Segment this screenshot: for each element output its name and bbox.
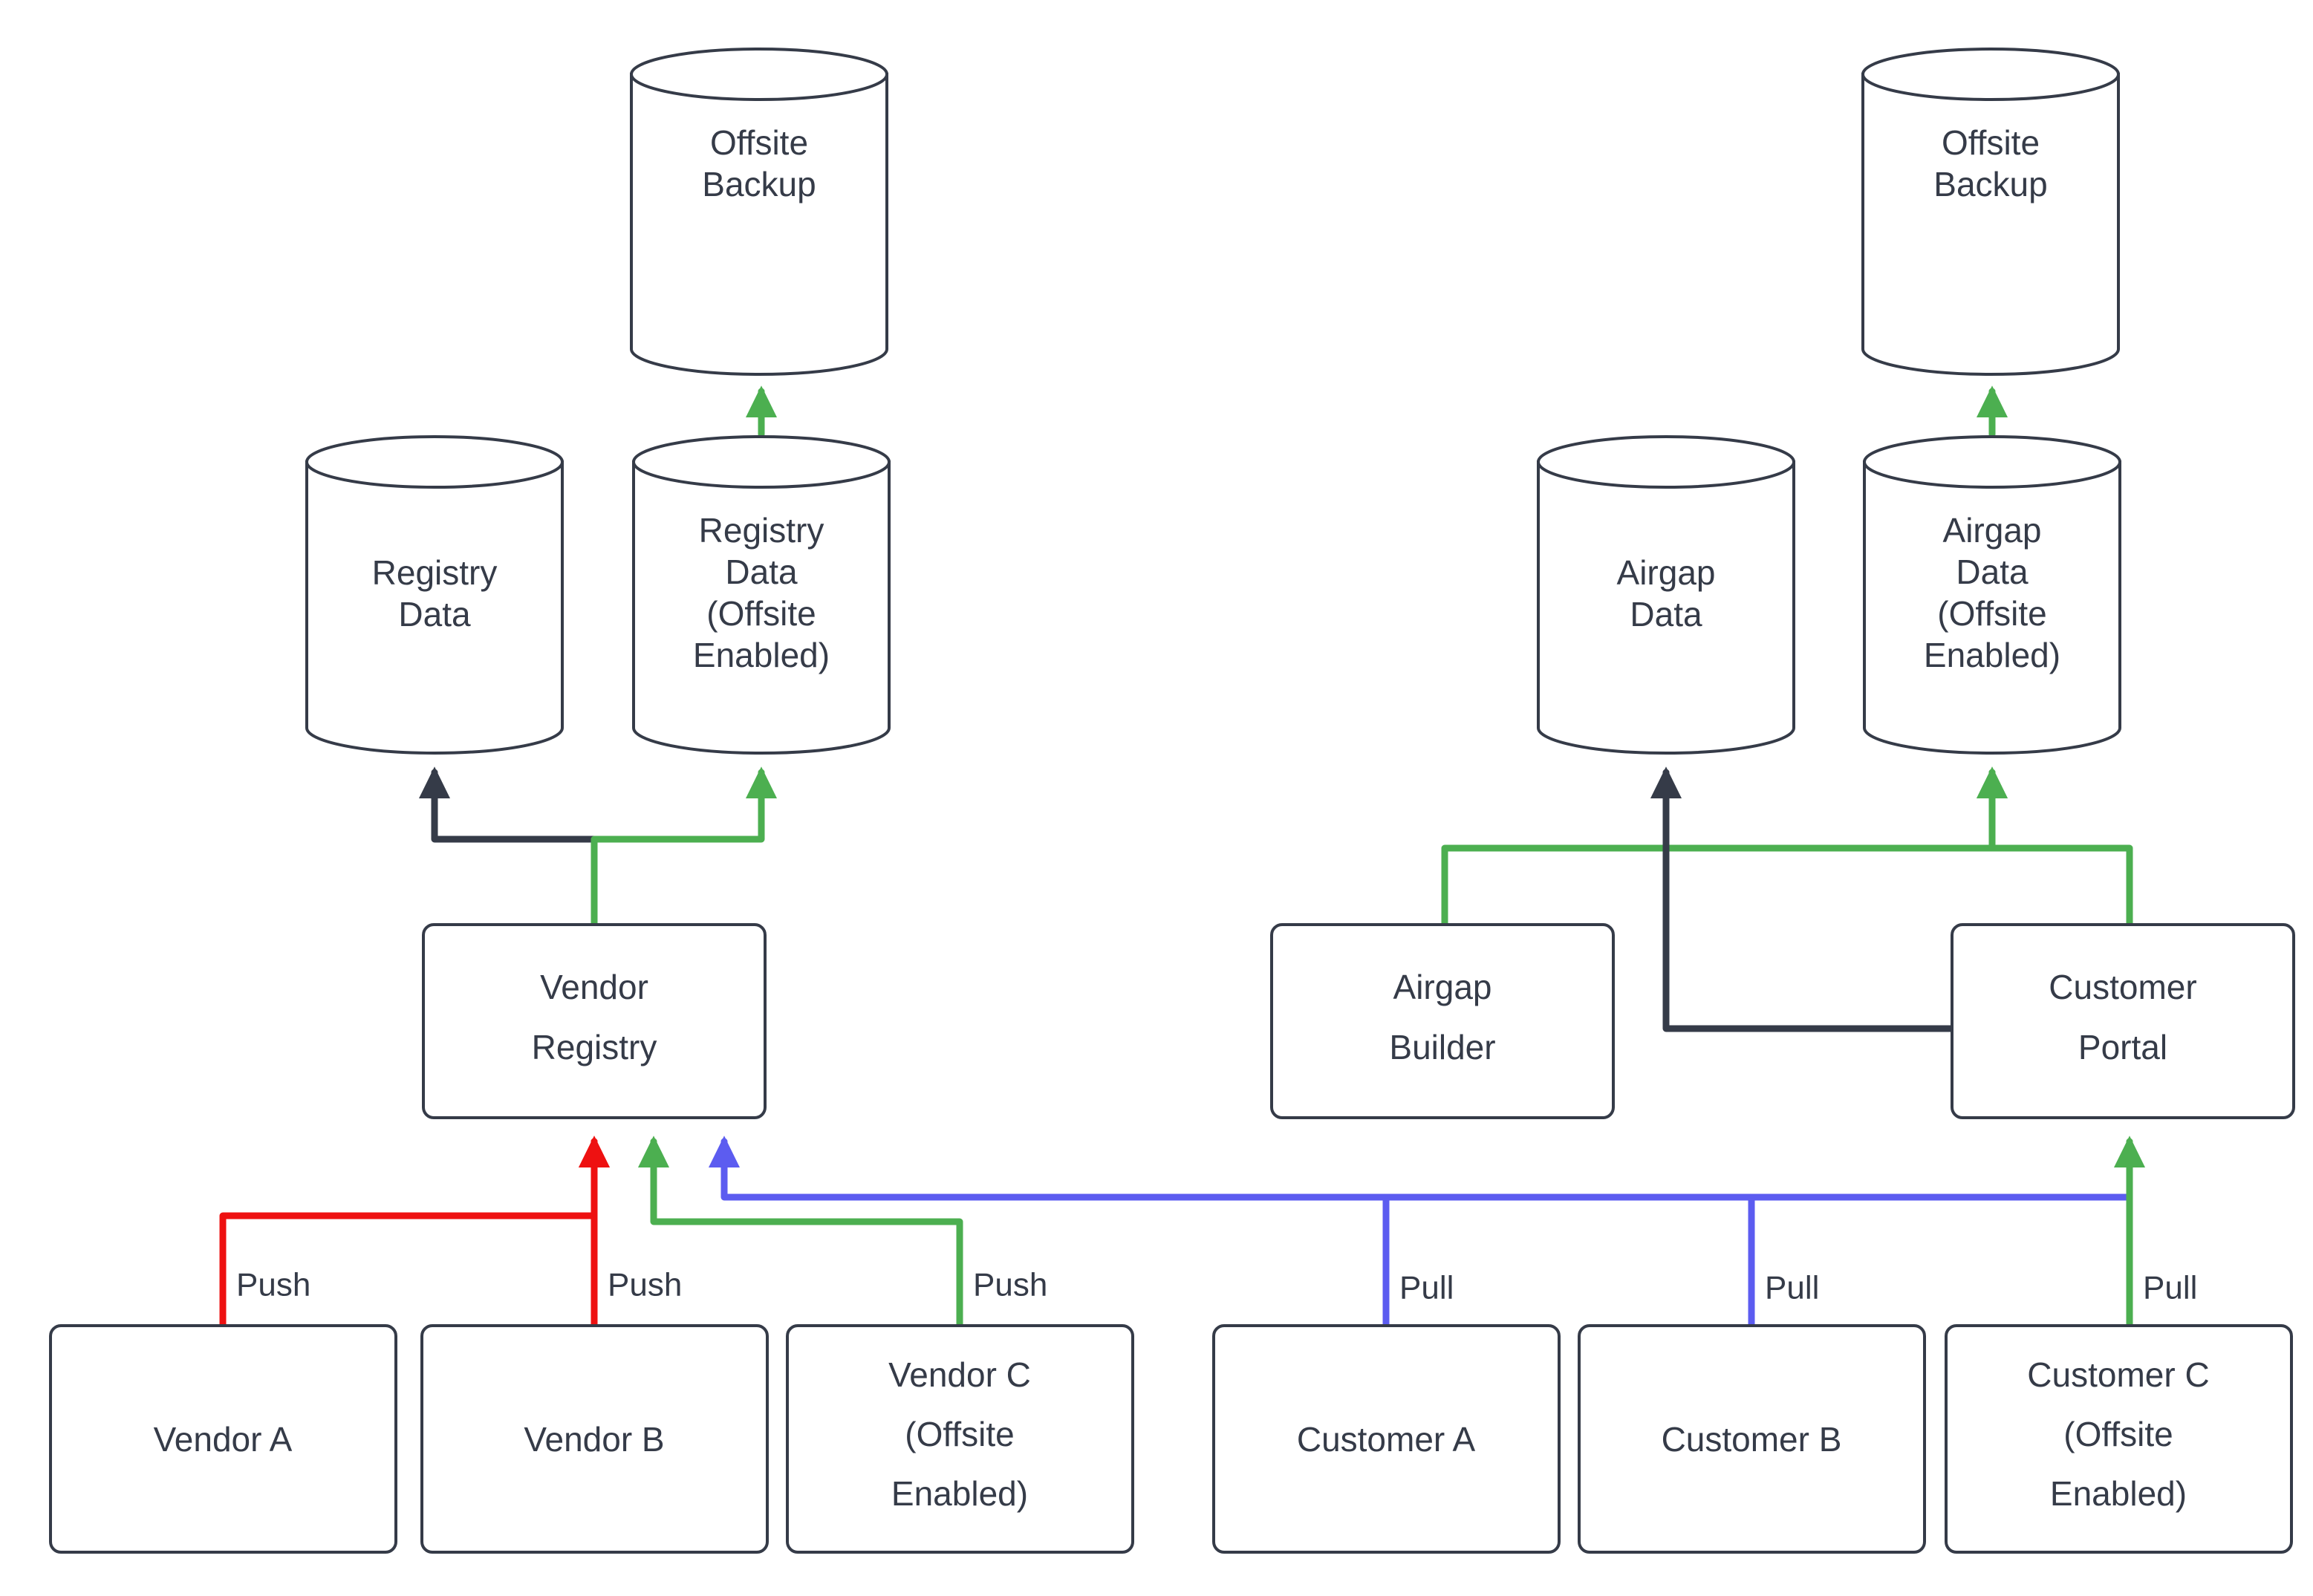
vendor-a-label: Vendor A xyxy=(154,1420,293,1459)
offsite-backup-right-line2: Backup xyxy=(1933,165,2047,203)
vendor-c-line3: Enabled) xyxy=(891,1474,1028,1513)
node-offsite-backup-left[interactable]: Offsite Backup xyxy=(630,48,888,376)
offsite-backup-right-line1: Offsite xyxy=(1942,123,2040,162)
edge-customer-portal-to-airgap-data xyxy=(1650,766,1956,1032)
edge-vendor-registry-to-registry-data xyxy=(418,766,598,928)
vendor-registry-line2: Registry xyxy=(532,1028,657,1066)
customer-c-line2: (Offsite xyxy=(2063,1415,2173,1453)
customer-c-line1: Customer C xyxy=(2027,1355,2209,1394)
node-vendor-b[interactable]: Vendor B xyxy=(420,1324,769,1554)
airgap-builder-line1: Airgap xyxy=(1393,968,1492,1006)
node-airgap-builder[interactable]: Airgap Builder xyxy=(1270,923,1615,1119)
edge-label-customer-b-pull: Pull xyxy=(1765,1270,1819,1306)
node-customer-b[interactable]: Customer B xyxy=(1578,1324,1926,1554)
offsite-backup-left-line1: Offsite xyxy=(710,123,808,162)
edge-label-vendor-c-push: Push xyxy=(973,1267,1047,1303)
offsite-backup-left-line2: Backup xyxy=(702,165,816,203)
customer-portal-line1: Customer xyxy=(2049,968,2196,1006)
registry-data-line1: Registry xyxy=(372,553,498,592)
airgap-data-offsite-line4: Enabled) xyxy=(1924,636,2060,674)
customer-portal-line2: Portal xyxy=(2078,1028,2167,1066)
node-offsite-backup-right[interactable]: Offsite Backup xyxy=(1861,48,2120,376)
airgap-data-offsite-line1: Airgap xyxy=(1943,511,2042,550)
node-customer-c[interactable]: Customer C (Offsite Enabled) xyxy=(1945,1324,2293,1554)
node-vendor-c[interactable]: Vendor C (Offsite Enabled) xyxy=(786,1324,1134,1554)
edge-customer-portal-to-vendor-registry xyxy=(708,1136,2133,1201)
node-registry-data[interactable]: Registry Data xyxy=(305,435,564,755)
node-customer-a[interactable]: Customer A xyxy=(1212,1324,1561,1554)
airgap-data-offsite-line2: Data xyxy=(1956,553,2029,591)
registry-data-offsite-line4: Enabled) xyxy=(693,636,830,674)
node-customer-portal[interactable]: Customer Portal xyxy=(1951,923,2295,1119)
registry-data-offsite-line1: Registry xyxy=(699,511,824,550)
edge-customer-portal-to-airgap-data-offsite xyxy=(1976,766,2133,928)
edge-label-vendor-b-push: Push xyxy=(608,1267,682,1303)
edge-vendor-registry-to-registry-data-offsite xyxy=(591,766,778,928)
node-vendor-registry[interactable]: Vendor Registry xyxy=(422,923,767,1119)
vendor-registry-line1: Vendor xyxy=(540,968,648,1006)
customer-b-label: Customer B xyxy=(1662,1420,1842,1459)
vendor-c-line1: Vendor C xyxy=(888,1355,1031,1394)
customer-c-line3: Enabled) xyxy=(2050,1474,2187,1513)
node-airgap-data[interactable]: Airgap Data xyxy=(1537,435,1795,755)
registry-data-offsite-line2: Data xyxy=(725,553,798,591)
node-registry-data-offsite[interactable]: Registry Data (Offsite Enabled) xyxy=(632,435,891,755)
airgap-data-line1: Airgap xyxy=(1617,553,1716,592)
registry-data-line2: Data xyxy=(398,595,471,633)
node-vendor-a[interactable]: Vendor A xyxy=(49,1324,397,1554)
registry-data-offsite-line3: (Offsite xyxy=(706,594,816,633)
airgap-data-offsite-line3: (Offsite xyxy=(1937,594,2046,633)
edge-label-customer-c-pull: Pull xyxy=(2143,1270,2197,1306)
edge-airgap-builder-to-airgap-data-offsite xyxy=(1441,766,2008,928)
node-airgap-data-offsite[interactable]: Airgap Data (Offsite Enabled) xyxy=(1863,435,2121,755)
edge-label-customer-a-pull: Pull xyxy=(1399,1270,1454,1306)
vendor-b-label: Vendor B xyxy=(524,1420,664,1459)
edge-vendor-c-to-vendor-registry xyxy=(637,1136,963,1329)
vendor-c-line2: (Offsite xyxy=(905,1415,1014,1453)
customer-a-label: Customer A xyxy=(1297,1420,1476,1459)
airgap-builder-line2: Builder xyxy=(1389,1028,1495,1066)
edge-label-vendor-a-push: Push xyxy=(236,1267,310,1303)
airgap-data-line2: Data xyxy=(1630,595,1702,633)
